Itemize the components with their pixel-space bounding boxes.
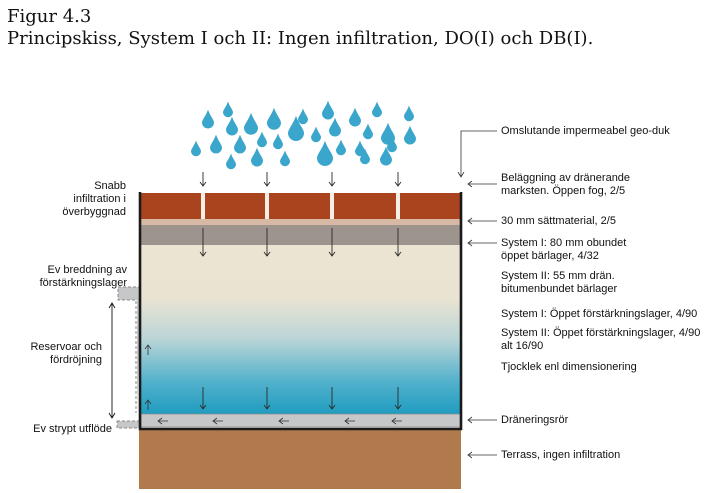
raindrop-icon [288,115,304,141]
raindrop-icon [404,105,414,122]
label-base-system-2: System II: 55 mm drän. bitumenbundet bär… [501,270,618,295]
raindrop-icon [273,133,283,150]
raindrop-icon [257,131,267,148]
label-reservoir: Reservoar och fördröjning [30,341,102,366]
label-subbase-system-2: System II: Öppet förstärkningslager, 4/9… [501,327,701,352]
label-subbase-system-1: System I: Öppet förstärkningslager, 4/90 [501,308,698,320]
figure-number: Figur 4.3 [7,6,92,27]
raindrop-icon [317,140,333,166]
subgrade-layer [139,430,461,489]
label-geo-membrane: Omslutande impermeabel geo-duk [501,125,670,137]
label-subgrade: Terrass, ingen infiltration [501,449,621,461]
raindrop-icon [363,123,373,140]
label-thickness: Tjocklek enl dimensionering [501,361,637,373]
raindrop-icon [311,126,321,143]
label-bedding: 30 mm sättmaterial, 2/5 [501,215,616,227]
infiltration-arrows [199,172,402,410]
raindrop-icon [322,100,334,120]
raindrop-icon [267,107,281,130]
raindrop-icon [336,139,346,156]
paving-layer [141,193,461,219]
raindrop-icon [226,116,238,136]
subbase-layer [141,245,461,414]
raindrop-icon [298,108,308,125]
base-layer [141,225,461,245]
raindrop-icon [223,101,233,118]
figure-caption: Principskiss, System I och II: Ingen inf… [7,28,594,49]
label-throttled-outflow: Ev strypt utflöde [33,423,112,435]
raindrop-icon [404,125,416,145]
leader-lines [457,130,497,459]
outflow-pipe [116,420,142,429]
geo-membrane [138,192,463,431]
raindrop-icon [226,153,236,170]
label-fast-infiltration: Snabb infiltration i överbyggnad [62,180,126,218]
raindrop-icon [380,146,392,166]
raindrop-icon [355,140,365,157]
drain-pipe [140,413,462,428]
raindrop-icon [202,109,214,129]
subbase-widening [118,287,141,414]
raindrop-icon [210,134,222,154]
raindrop-icon [349,107,361,127]
raindrop-icon [191,140,201,157]
raindrop-icon [234,134,246,154]
label-drain-pipe: Dräneringsrör [501,414,569,426]
raindrops [191,100,416,170]
outflow-arrows [144,344,402,425]
raindrop-icon [244,112,258,135]
raindrop-icon [329,117,341,137]
raindrop-icon [251,147,263,167]
paving-joints [201,193,400,219]
label-paving: Beläggning av dränerande marksten. Öppen… [501,172,631,197]
label-base-system-1: System I: 80 mm obundet öppet bärlager, … [501,237,627,262]
raindrop-icon [387,136,397,153]
bedding-layer [141,219,461,225]
reservoir-dimension [108,302,116,419]
raindrop-icon [360,148,370,165]
raindrop-icon [372,101,382,118]
raindrop-icon [280,150,290,167]
label-subbase-widening: Ev breddning av förstärkningslager [39,264,127,289]
